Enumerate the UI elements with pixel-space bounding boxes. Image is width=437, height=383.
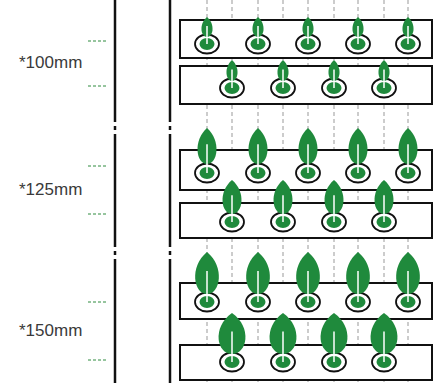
plant-stem	[307, 271, 309, 302]
plant-stem	[307, 26, 309, 44]
plant-stem	[333, 195, 335, 222]
rails	[180, 20, 432, 380]
plant-stem	[357, 144, 359, 173]
plant-stem	[206, 271, 208, 302]
spacing-label: *125mm	[18, 180, 83, 200]
plant-stem	[206, 26, 208, 44]
plant-stem	[357, 271, 359, 302]
plant-stem	[257, 271, 259, 302]
plant-stem	[407, 271, 409, 302]
plant-stem	[206, 144, 208, 173]
spacing-label: *150mm	[18, 321, 83, 341]
plant-stem	[282, 331, 284, 362]
dimension-ticks	[88, 41, 108, 360]
plant-stem	[407, 144, 409, 173]
plant-stem	[231, 331, 233, 362]
plant-stem	[231, 69, 233, 88]
plant-stem	[231, 195, 233, 222]
spacing-label: *100mm	[18, 53, 83, 73]
plant-stem	[333, 69, 335, 88]
plant-stem	[383, 331, 385, 362]
plant-stem	[383, 69, 385, 88]
plant-stem	[257, 26, 259, 44]
plant-stem	[282, 69, 284, 88]
plant-stem	[333, 331, 335, 362]
growing-rail	[180, 203, 432, 238]
plant-stem	[307, 144, 309, 173]
plant-stem	[357, 26, 359, 44]
plant-stem	[383, 195, 385, 222]
frame-lines	[115, 0, 170, 383]
growing-rail	[180, 66, 432, 104]
plants	[195, 17, 420, 372]
plant-stem	[407, 26, 409, 44]
plant-stem	[282, 195, 284, 222]
growing-rail	[180, 345, 432, 380]
plant-stem	[257, 144, 259, 173]
